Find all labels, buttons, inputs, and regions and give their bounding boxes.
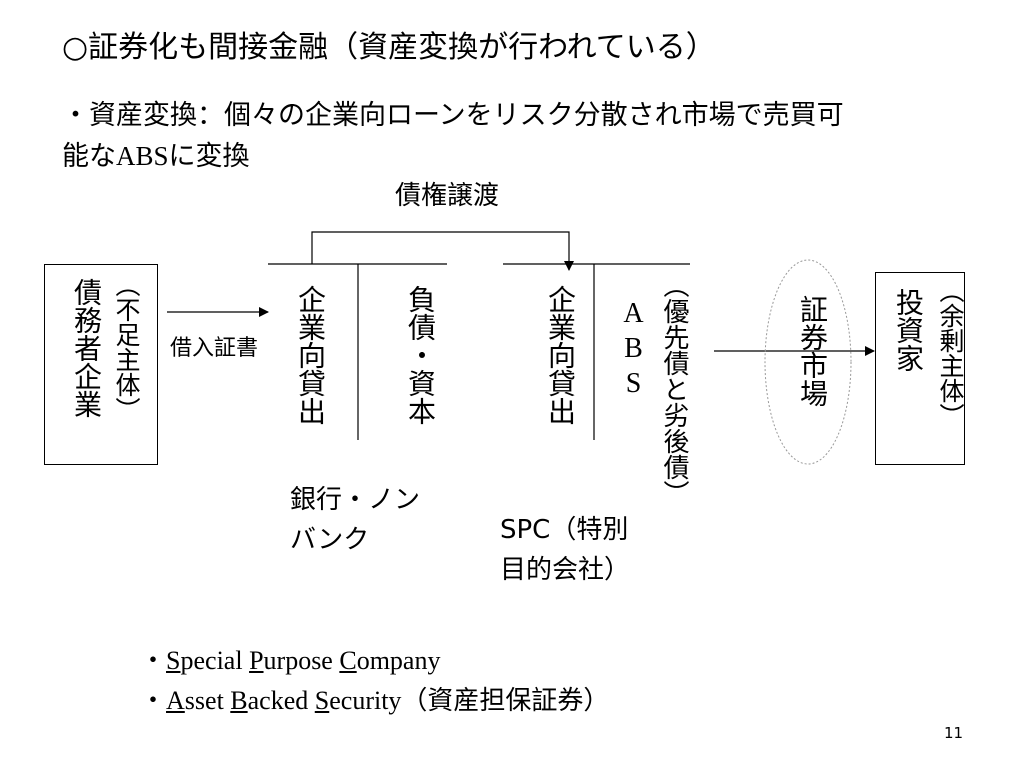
debtor-label: 債務者企業 (70, 278, 103, 418)
bank-asset-label: 企業向貸出 (294, 285, 327, 425)
abs-definition: ・Asset Backed Security（資産担保証券） (140, 680, 609, 717)
spc-initial-p: P (249, 646, 264, 675)
abs-initial-b: B (230, 686, 248, 715)
investor-label: 投資家 (892, 288, 925, 372)
loan-document-label: 借入証書 (170, 336, 259, 361)
bullet-line-2-suffix: に変換 (168, 141, 250, 172)
transfer-label: 債権譲渡 (395, 181, 500, 211)
bullet-line-2: 能なABSに変換 (62, 136, 982, 177)
market-label: 証券市場 (796, 295, 829, 407)
slide-title: ○証券化も間接金融（資産変換が行われている） (62, 30, 716, 65)
bank-name-line-2: バンク (290, 525, 370, 555)
abs-word-acked: acked (247, 686, 315, 715)
spc-abs-label: ABS (618, 298, 649, 403)
bank-liability-label: 負債・資本 (404, 285, 437, 425)
spc-initial-c: C (339, 646, 357, 675)
spc-abs-sub: （優先債と劣後債） (659, 272, 689, 506)
spc-name: SPC（特別 目的会社） (500, 510, 630, 590)
page-number: 11 (944, 724, 964, 742)
spc-bullet: ・ (140, 646, 167, 676)
spc-word-ompany: ompany (356, 646, 441, 675)
abs-initial-s: S (314, 686, 330, 715)
investor-box (875, 272, 965, 465)
asset-transformation-bullet: ・資産変換：個々の企業向ローンをリスク分散され市場で売買可 能なABSに変換 (62, 96, 982, 177)
bullet-line-1: ・資産変換：個々の企業向ローンをリスク分散され市場で売買可 (62, 100, 844, 131)
spc-name-line-2: 目的会社） (500, 555, 631, 585)
abs-bullet: ・ (140, 686, 167, 716)
transfer-arrow (311, 231, 574, 271)
bullet-line-2-abs: ABS (116, 141, 169, 171)
abs-word-ecurity: ecurity (329, 686, 402, 715)
debtor-sub: （不足主体） (112, 272, 141, 422)
abs-word-sset: sset (184, 686, 231, 715)
spc-word-urpose: urpose (263, 646, 340, 675)
market-ellipse (764, 259, 852, 465)
spc-definition: ・Special Purpose Company (140, 640, 440, 677)
bullet-line-2-prefix: 能な (62, 141, 116, 172)
spc-initial-s: S (166, 646, 181, 675)
abs-initial-a: A (166, 686, 185, 715)
abs-japanese: （資産担保証券） (401, 686, 610, 716)
spc-asset-label: 企業向貸出 (544, 285, 577, 425)
bank-name: 銀行・ノン バンク (290, 480, 420, 560)
spc-name-line-1: SPC（特別 (500, 515, 629, 545)
debtor-box (44, 264, 158, 465)
investor-sub: （余剰主体） (936, 278, 965, 428)
bank-name-line-1: 銀行・ノン (290, 485, 421, 515)
spc-word-pecial: pecial (180, 646, 250, 675)
